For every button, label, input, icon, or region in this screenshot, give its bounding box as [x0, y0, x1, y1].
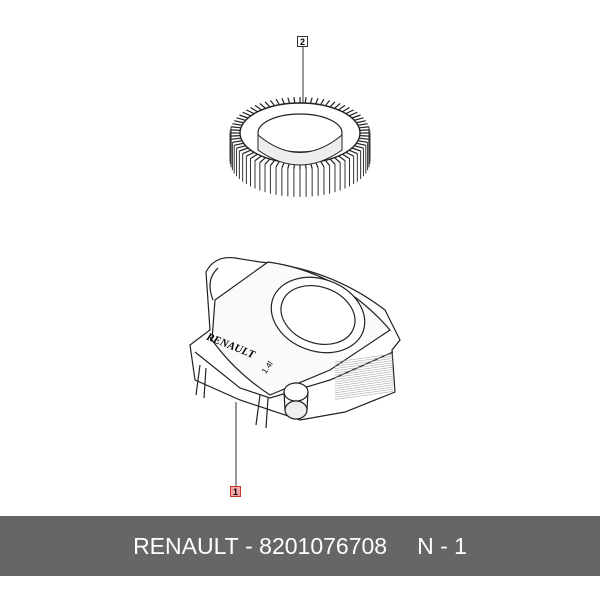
separator: - — [245, 532, 253, 559]
position-label: N - 1 — [417, 532, 467, 559]
part-info-banner: RENAULT - 8201076708 N - 1 — [0, 516, 600, 576]
brand-label: RENAULT — [133, 532, 239, 559]
air-filter-ring — [229, 97, 371, 197]
air-box-housing — [189, 256, 401, 429]
callout-1[interactable]: 1 — [230, 486, 241, 497]
callout-2[interactable]: 2 — [297, 36, 308, 47]
part-number: 8201076708 — [259, 532, 388, 559]
